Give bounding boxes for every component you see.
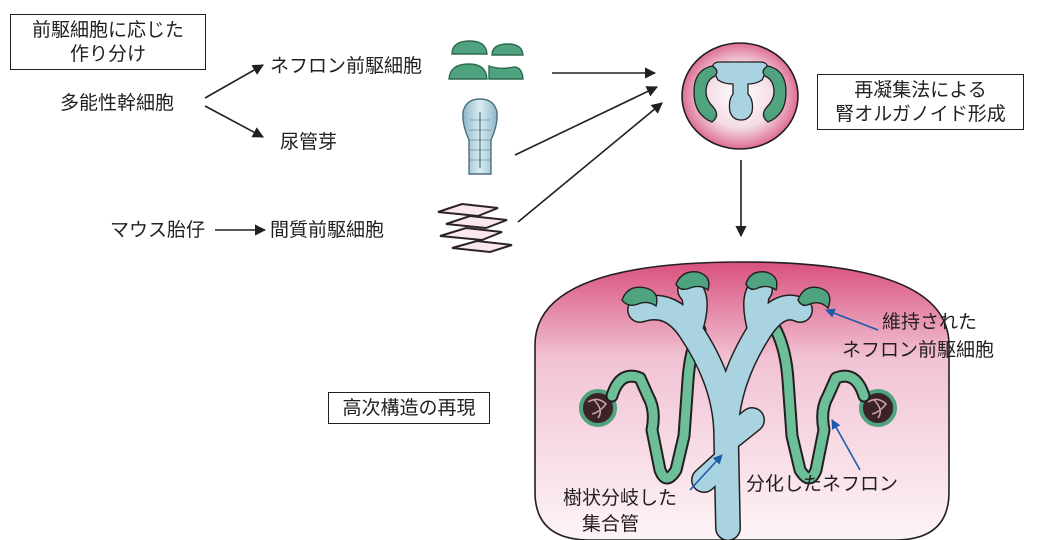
reaggregation-line-2: 腎オルガノイド形成 [818,102,1023,126]
maintained-np-line-2: ネフロン前駆細胞 [842,338,994,362]
stage-specific-box: 前駆細胞に応じた 作り分け [10,14,206,70]
branched-duct-line-2: 集合管 [582,512,639,536]
arrow-stem-to-nephron [205,65,263,98]
maintained-np-line-1: 維持された [882,310,977,334]
higher-order-box: 高次構造の再現 [328,392,490,424]
stromal-progenitor-label: 間質前駆細胞 [270,218,384,242]
aggregate-organoid-icon [682,43,798,149]
stage-specific-line-1: 前駆細胞に応じた [11,18,205,42]
higher-order-label: 高次構造の再現 [329,396,489,420]
reaggregation-line-1: 再凝集法による [818,78,1023,102]
stromal-progenitor-icon [438,204,512,252]
nephron-progenitor-icon [449,41,523,79]
branched-duct-line-1: 樹状分岐した [563,486,677,510]
arrow-stromal-to-organoid [518,103,662,222]
nephron-progenitor-label: ネフロン前駆細胞 [270,54,422,78]
ureteric-bud-label: 尿管芽 [280,130,337,154]
pluripotent-stem-cells-label: 多能性幹細胞 [60,91,174,115]
arrow-ureteric-to-organoid [515,87,657,155]
ureteric-bud-icon [463,99,497,174]
stage-specific-line-2: 作り分け [11,42,205,66]
arrow-stem-to-ureteric [205,106,263,137]
reaggregation-box: 再凝集法による 腎オルガノイド形成 [817,74,1024,130]
mouse-embryo-label: マウス胎仔 [110,218,205,242]
differentiated-nephron-label: 分化したネフロン [746,472,898,496]
